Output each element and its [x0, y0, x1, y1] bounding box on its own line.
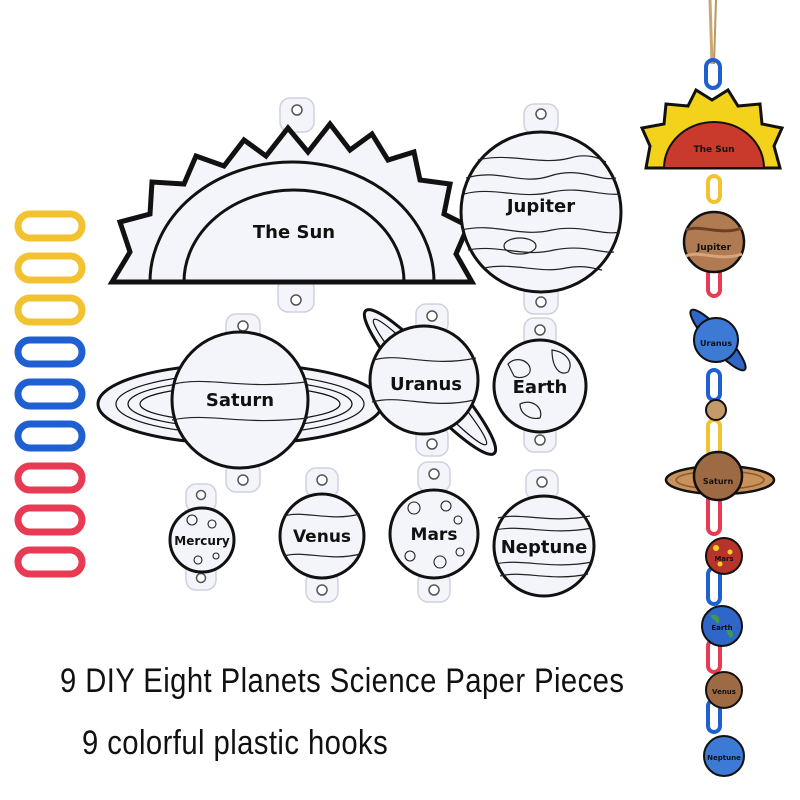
earth-piece: Earth [492, 317, 588, 453]
plastic-hooks [14, 210, 86, 578]
sun-label: The Sun [253, 222, 335, 243]
mobile-saturn: Saturn [664, 450, 776, 502]
mobile-jupiter: Jupiter [682, 210, 746, 274]
hanging-mobile: The Sun Jupiter Uranus Saturn [639, 0, 785, 777]
mobile-earth-label: Earth [711, 624, 732, 632]
mobile-venus-label: Venus [712, 688, 736, 696]
mobile-neptune-label: Neptune [707, 754, 741, 762]
mercury-label: Mercury [174, 534, 230, 548]
venus-label: Venus [293, 527, 351, 547]
mobile-venus: Venus [705, 671, 743, 709]
hook-4 [14, 336, 86, 368]
neptune-label: Neptune [501, 537, 588, 558]
mobile-mercury [705, 399, 727, 421]
mobile-neptune: Neptune [703, 735, 745, 777]
earth-label: Earth [513, 377, 568, 398]
sun-piece: The Sun [107, 97, 477, 313]
hook-8 [14, 504, 86, 536]
uranus-label: Uranus [390, 374, 462, 395]
uranus-piece: Uranus [362, 303, 498, 457]
mars-label: Mars [411, 525, 458, 545]
hook-3 [14, 294, 86, 326]
mobile-sun-label: The Sun [693, 145, 734, 155]
mobile-earth: Earth [701, 605, 743, 647]
mobile-jupiter-label: Jupiter [696, 243, 732, 253]
mobile-uranus-label: Uranus [700, 339, 732, 348]
mercury-piece: Mercury [168, 483, 236, 591]
caption-hooks: 9 colorful plastic hooks [82, 724, 389, 762]
mars-piece: Mars [388, 461, 480, 603]
neptune-piece: Neptune [492, 469, 596, 598]
caption-pieces: 9 DIY Eight Planets Science Paper Pieces [60, 662, 625, 700]
jupiter-piece: Jupiter [459, 103, 623, 315]
saturn-piece: Saturn [96, 313, 384, 493]
venus-piece: Venus [278, 467, 366, 603]
jupiter-label: Jupiter [505, 196, 575, 217]
hook-1 [14, 210, 86, 242]
hook-6 [14, 420, 86, 452]
hook-9 [14, 546, 86, 578]
mobile-mars: Mars [705, 537, 743, 575]
mobile-uranus: Uranus [689, 308, 747, 372]
mobile-saturn-label: Saturn [703, 477, 734, 486]
hook-5 [14, 378, 86, 410]
hook-7 [14, 462, 86, 494]
hook-2 [14, 252, 86, 284]
saturn-label: Saturn [206, 390, 274, 411]
mobile-sun: The Sun [639, 87, 785, 170]
mobile-mars-label: Mars [714, 555, 733, 563]
